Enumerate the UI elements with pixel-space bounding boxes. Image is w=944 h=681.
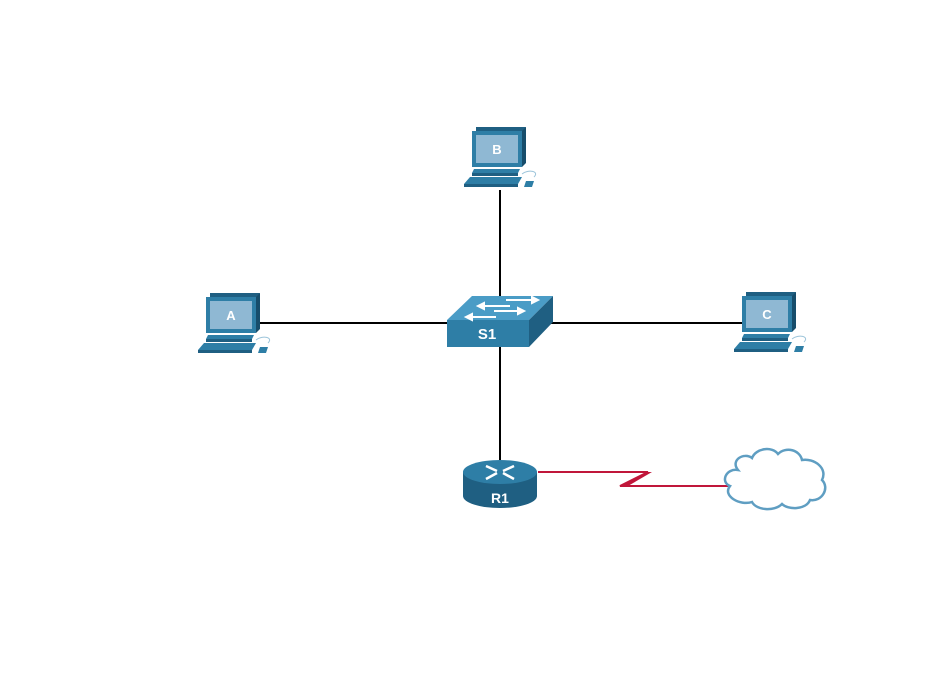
pc-icon (733, 291, 807, 353)
cloud-icon (723, 447, 827, 511)
router-r1[interactable]: R1 (463, 460, 537, 508)
router-top (463, 460, 537, 484)
pc-a-label: A (226, 308, 236, 323)
pc-icon (463, 126, 537, 188)
pc-c-label: C (762, 307, 772, 322)
links (258, 190, 742, 487)
serial-zigzag (620, 472, 652, 486)
pc-b-label: B (492, 142, 501, 157)
switch-top (447, 296, 553, 320)
link-r1-cloud-serial (538, 471, 728, 487)
router-arrows-icon (485, 464, 515, 481)
switch-s1[interactable]: S1 (447, 295, 553, 347)
pc-b[interactable]: B (463, 126, 537, 188)
pc-a[interactable]: A (197, 292, 271, 354)
switch-side (529, 296, 553, 347)
pc-icon (197, 292, 271, 354)
router-r1-label: R1 (491, 490, 509, 506)
switch-front (447, 320, 529, 347)
switch-arrows-icon (463, 295, 541, 322)
pc-c[interactable]: C (733, 291, 807, 353)
switch-s1-label: S1 (478, 326, 496, 343)
